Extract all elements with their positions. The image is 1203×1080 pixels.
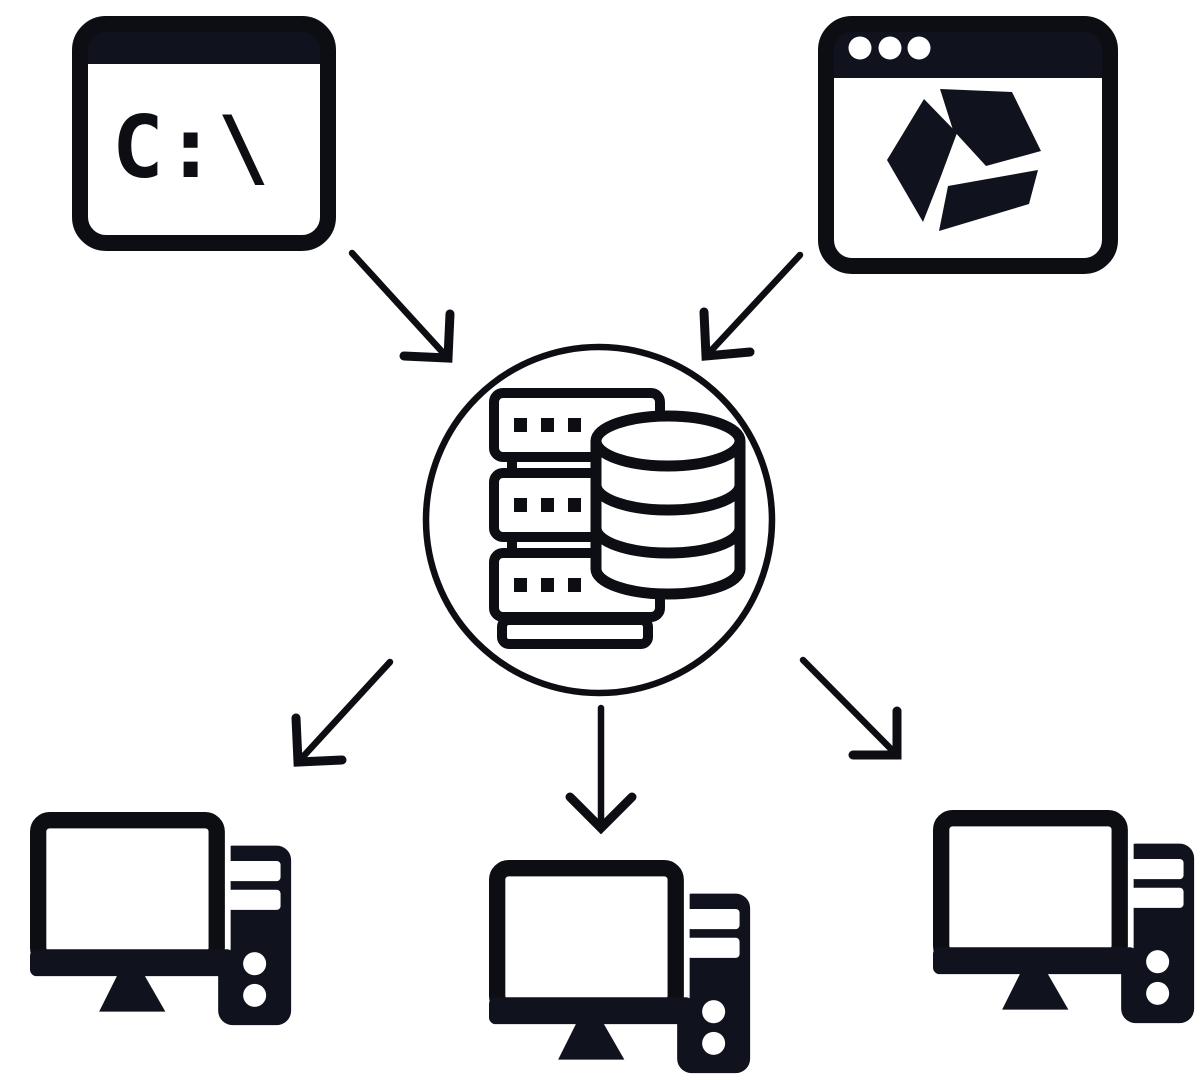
arrow-server-to-client-center [565, 704, 637, 835]
server-led-dot [541, 578, 554, 592]
arrow-browser-to-server [699, 251, 804, 361]
browser-drive-window-icon [818, 16, 1118, 274]
drive-logo-icon [887, 89, 1041, 231]
server-led-dot [514, 578, 527, 592]
server-led-dot [514, 498, 527, 512]
server-led-dot [514, 418, 527, 432]
server-base [497, 615, 653, 649]
arrow-shaft [704, 251, 804, 358]
drive-logo-top-piece [940, 89, 1041, 166]
window-dot-icon [848, 36, 872, 60]
database-body [590, 441, 746, 600]
window-dots-icon [848, 36, 931, 60]
database-ring [590, 527, 746, 559]
window-dot-icon [907, 36, 931, 60]
server-database-node [422, 343, 776, 697]
arrow-head-icon [399, 309, 455, 363]
drive-logo-left-piece [887, 99, 957, 222]
server-led-dot [568, 498, 581, 512]
desktop-computer-icon-left [30, 820, 291, 1025]
database-ring [590, 484, 746, 516]
arrow-head-icon [699, 307, 755, 361]
arrow-head-icon [291, 713, 347, 767]
server-led-dot [568, 578, 581, 592]
server-led-dot [541, 498, 554, 512]
server-led-dot [541, 418, 554, 432]
drive-logo-bottom-piece [939, 170, 1038, 231]
server-led-dot [568, 418, 581, 432]
browser-titlebar [826, 24, 1110, 78]
command-prompt-window-icon: C:\ [72, 16, 336, 251]
arrow-head-icon [565, 792, 637, 835]
terminal-prompt-text: C:\ [112, 98, 270, 198]
desktop-computer-icon-right [933, 818, 1194, 1023]
arrow-server-to-client-left [291, 658, 394, 767]
database-top-disk [590, 410, 746, 472]
arrow-head-icon [848, 706, 902, 760]
arrow-shaft [348, 249, 450, 360]
arrow-server-to-client-right [799, 656, 902, 760]
arrow-shaft [296, 658, 394, 764]
server-led-dots [514, 418, 581, 592]
server-circle [422, 343, 776, 697]
browser-frame [818, 16, 1118, 274]
database-cylinder-icon [590, 410, 746, 600]
arrow-shaft [799, 656, 899, 757]
terminal-titlebar [80, 24, 328, 64]
arrow-terminal-to-server [348, 249, 455, 363]
terminal-frame [72, 16, 336, 251]
desktop-computer-icon-center [489, 868, 750, 1073]
window-dot-icon [878, 36, 902, 60]
